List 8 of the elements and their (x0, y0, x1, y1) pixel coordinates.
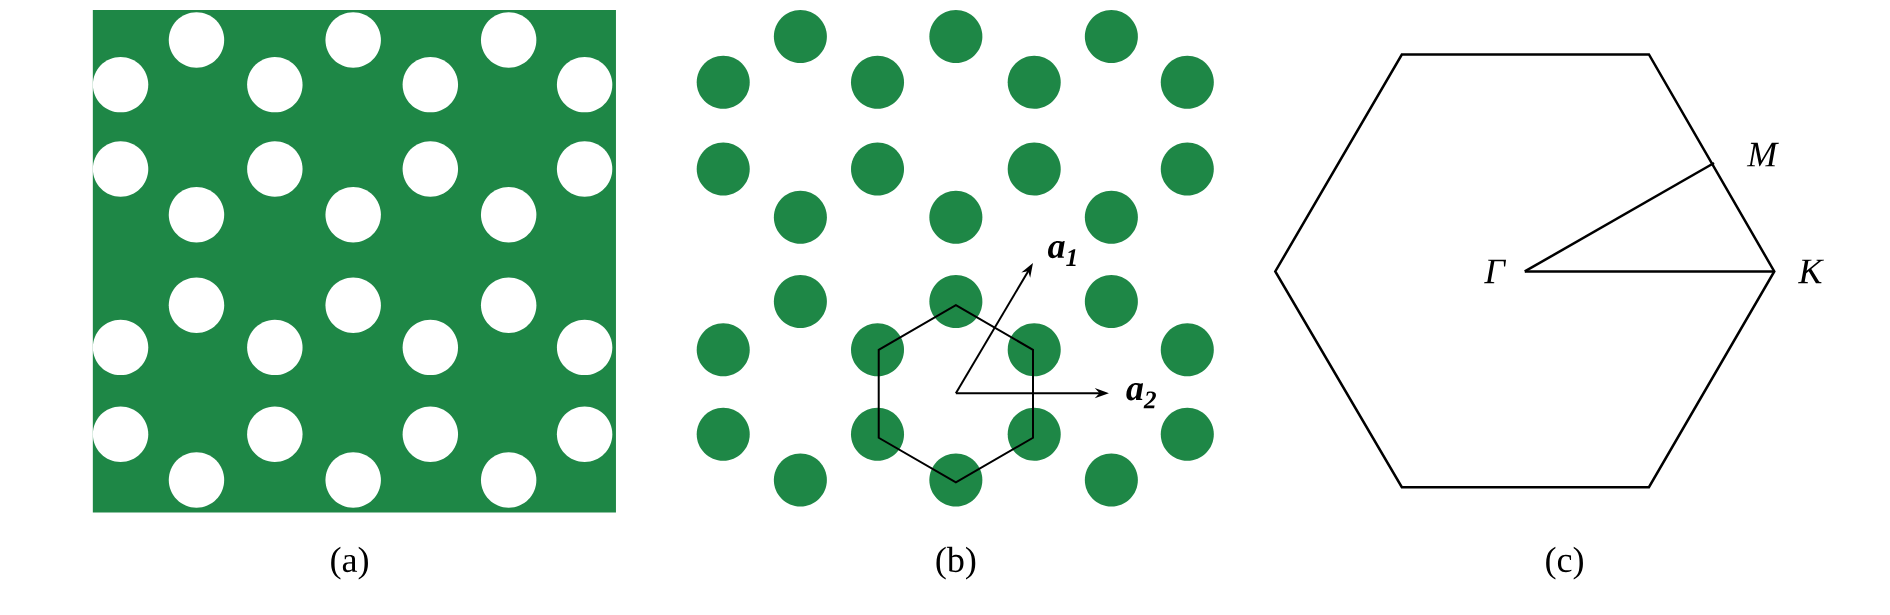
point-label: Γ (1484, 259, 1506, 284)
vector-label: a$_{2}$ (1126, 383, 1156, 409)
panel-caption: (a) (331, 546, 368, 580)
point-label: K (1798, 259, 1824, 284)
panel-caption: (c) (1546, 546, 1583, 580)
vector-label: a$_{1}$ (1048, 240, 1076, 266)
point-label: M (1746, 142, 1779, 167)
panel-caption: (b) (936, 546, 976, 580)
